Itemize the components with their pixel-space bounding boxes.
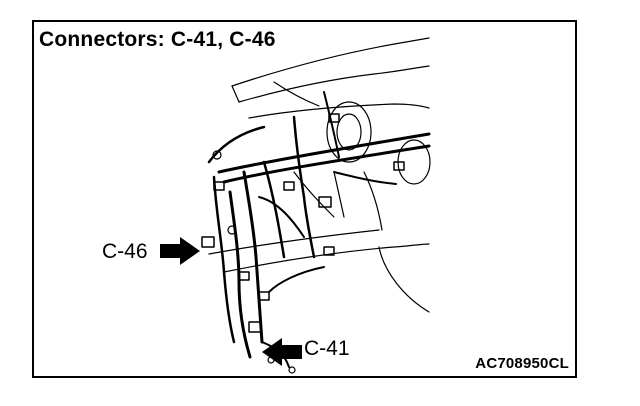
harness-main-a	[217, 132, 431, 174]
callout-c46-label: C-46	[102, 240, 148, 263]
figure-title: Connectors: C-41, C-46	[39, 28, 276, 51]
harness-vertical	[242, 170, 264, 344]
dashboard-outline	[231, 37, 430, 87]
lower-dash-outline	[223, 243, 430, 273]
connector-c41-block	[248, 321, 262, 333]
connector-c46-block	[201, 236, 215, 248]
wiring-harness-drawing	[160, 37, 431, 374]
steering-column	[326, 101, 372, 163]
figure-code: AC708950CL	[475, 355, 569, 372]
callout-c41-label: C-41	[304, 337, 350, 360]
c46-arrow	[160, 237, 200, 265]
figure-frame: Connectors: C-41, C-46	[32, 20, 577, 378]
c41-arrow	[262, 338, 302, 366]
